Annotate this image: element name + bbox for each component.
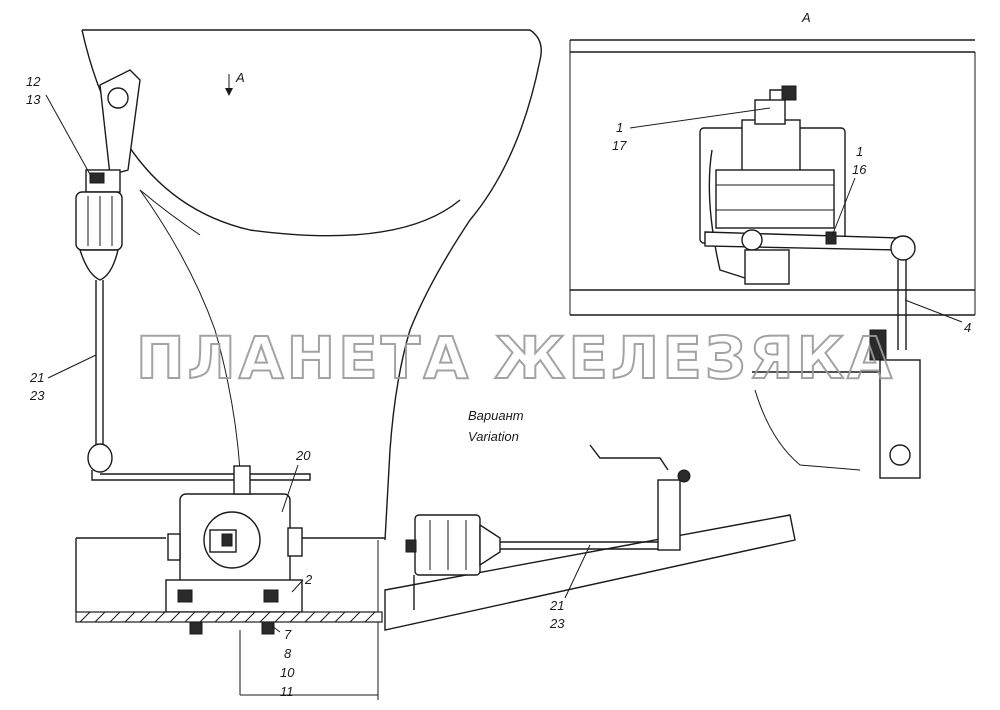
view-a-arrow-label: A (235, 70, 245, 85)
callout-23-right: 23 (549, 616, 565, 631)
callout-10: 10 (280, 665, 295, 680)
callout-11: 11 (280, 684, 294, 699)
brake-valve-detail (699, 85, 921, 479)
callout-17: 17 (612, 138, 627, 153)
variation-assembly (384, 444, 796, 631)
callout-12: 12 (26, 74, 41, 89)
callout-21-left: 21 (29, 370, 44, 385)
valve-assembly (165, 465, 303, 613)
callout-2: 2 (304, 572, 313, 587)
view-arrow-icon (225, 74, 233, 96)
leader-lines (45, 94, 963, 633)
callout-1-top: 1 (616, 120, 623, 135)
callout-8: 8 (284, 646, 292, 661)
callout-21-right: 21 (549, 598, 564, 613)
callout-16: 16 (852, 162, 867, 177)
callout-1-right: 1 (856, 144, 863, 159)
floor-frame (75, 537, 385, 696)
view-a-title: A (801, 10, 811, 25)
callout-23-left: 23 (29, 388, 45, 403)
variant-label-en: Variation (468, 429, 519, 444)
callout-20: 20 (295, 448, 311, 463)
control-lever (75, 69, 311, 481)
variant-label-ru: Вариант (468, 408, 524, 423)
callout-7: 7 (284, 627, 292, 642)
callout-4: 4 (964, 320, 971, 335)
callout-13: 13 (26, 92, 41, 107)
view-a-frame (569, 39, 976, 471)
watermark: ПЛАНЕТА ЖЕЛЕЗЯКА (136, 324, 895, 392)
